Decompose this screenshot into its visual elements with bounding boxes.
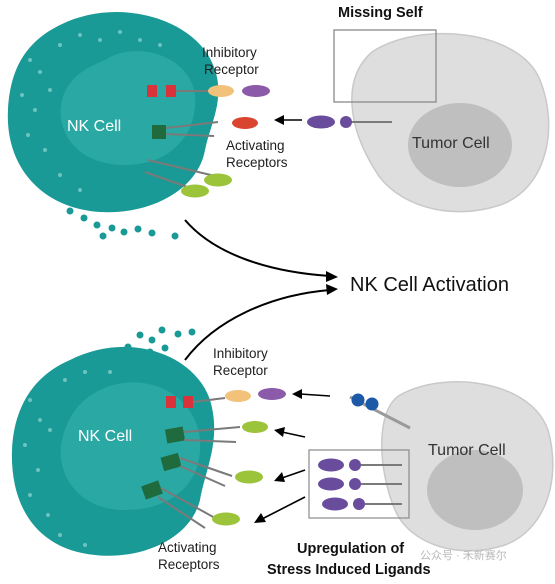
upregulation-label-1: Upregulation of	[297, 541, 404, 557]
nk-cell-label-top: NK Cell	[67, 118, 121, 135]
activating-receptor-top-2	[147, 159, 232, 187]
activating-label-top-1: Activating	[226, 138, 285, 153]
upregulation-label-2: Stress Induced Ligands	[267, 562, 431, 578]
activating-label-bottom-1: Activating	[158, 540, 217, 555]
activating-receptor-bottom-3	[141, 480, 240, 529]
activating-label-bottom-2: Receptors	[158, 557, 220, 572]
granules-top	[66, 207, 179, 240]
tumor-ligand-top	[307, 115, 392, 129]
nk-cell-label-bottom: NK Cell	[78, 428, 132, 445]
arrows-stress-ligands	[254, 427, 306, 523]
cytoplasm-specks-bottom	[23, 370, 112, 547]
inhibitory-label-bottom-2: Receptor	[213, 363, 268, 378]
arrow-mhc	[292, 389, 331, 399]
inhibitory-receptor-bottom	[166, 388, 286, 408]
activating-label-top-2: Receptors	[226, 155, 288, 170]
activating-receptor-bottom-2	[160, 452, 263, 487]
mhc-molecule	[349, 393, 411, 430]
nk-activation-label: NK Cell Activation	[350, 274, 509, 296]
activation-arrows	[184, 219, 338, 361]
cytoplasm-specks-top	[20, 30, 162, 192]
inhibitory-label-top-1: Inhibitory	[202, 45, 257, 60]
tumor-cell-label-bottom: Tumor Cell	[428, 442, 506, 459]
granules-bottom	[124, 326, 196, 356]
tumor-nucleus-top	[408, 103, 512, 187]
watermark-text: 公众号 · 禾新赛尔	[420, 548, 507, 562]
tumor-cell-bottom: Tumor Cell	[381, 381, 554, 552]
stress-ligand-1	[318, 458, 402, 472]
activating-receptor-top-1	[152, 117, 258, 139]
tumor-cell-top: Tumor Cell	[351, 32, 550, 213]
tumor-nucleus-bottom	[427, 450, 523, 530]
missing-self-box	[333, 29, 437, 103]
activating-receptor-bottom-1	[164, 421, 268, 444]
inhibitory-label-top-2: Receptor	[204, 62, 259, 77]
tumor-cell-label-top: Tumor Cell	[412, 135, 490, 152]
stress-ligand-3	[322, 497, 402, 511]
activating-receptor-top-3	[144, 171, 209, 198]
stress-ligands-box	[308, 449, 410, 519]
inhibitory-receptor-top	[147, 85, 270, 97]
arrow-top-ligand	[274, 115, 302, 125]
stress-ligand-2	[318, 477, 402, 491]
nk-cell-bottom: NK Cell	[11, 346, 215, 556]
inhibitory-label-bottom-1: Inhibitory	[213, 346, 268, 361]
nk-cell-top: NK Cell	[7, 12, 219, 213]
missing-self-label: Missing Self	[338, 5, 423, 21]
